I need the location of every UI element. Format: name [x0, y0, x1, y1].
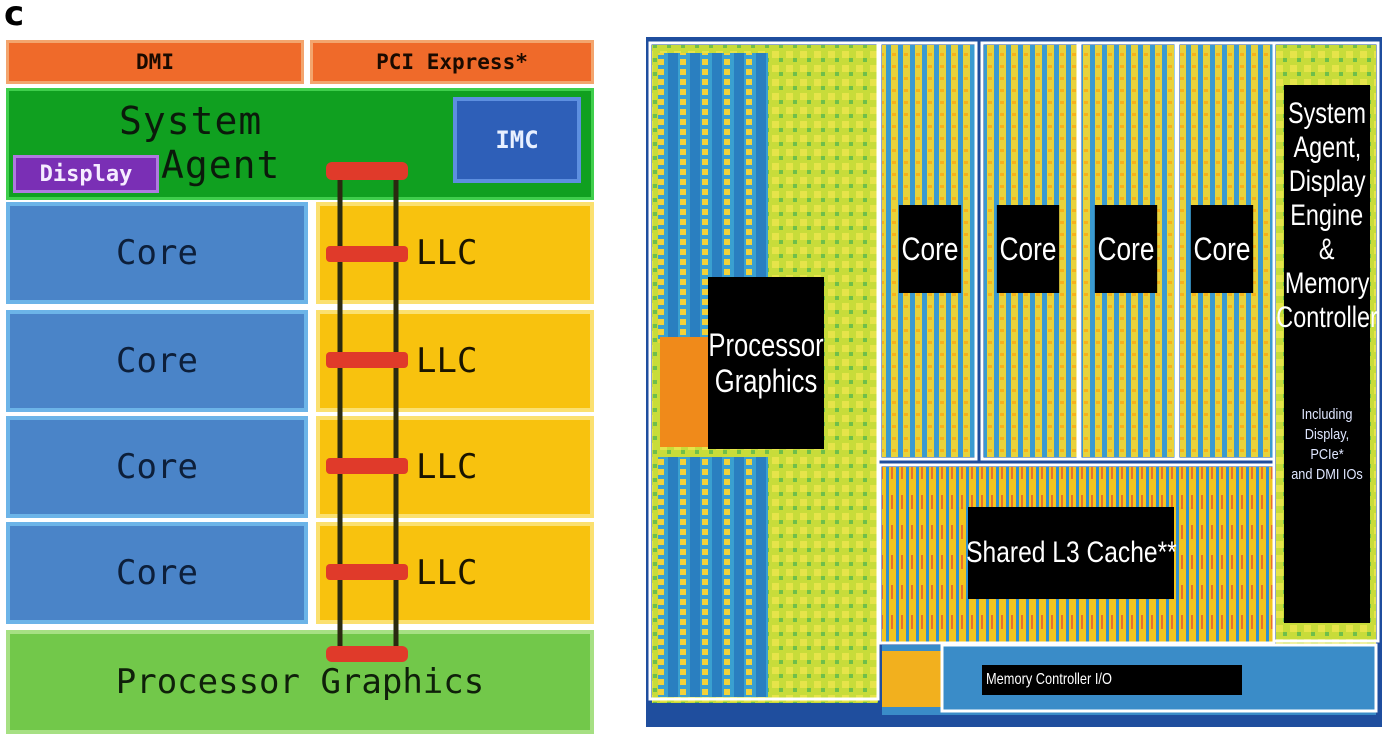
core-block: Core	[6, 522, 308, 624]
die-system-agent-line: System	[1288, 97, 1366, 131]
die-system-agent-line: Memory	[1285, 267, 1370, 301]
die-system-agent-line: Agent,	[1293, 131, 1361, 165]
llc-block: LLC	[316, 416, 594, 518]
llc-block: LLC	[316, 202, 594, 304]
pcie-block: PCI Express*	[310, 40, 594, 84]
processor-graphics-block: Processor Graphics	[6, 630, 594, 734]
system-agent-block: System Agent IMC Display	[6, 88, 594, 200]
die-system-agent-line: Engine &	[1291, 199, 1364, 267]
die-processor-graphics-label: Processor Graphics	[708, 277, 824, 449]
die-core-label: Core	[1191, 205, 1253, 293]
die-core-label: Core	[1095, 205, 1157, 293]
die-memory-controller-io-label: Memory Controller I/O	[982, 665, 1242, 695]
die-system-agent-label: System Agent, Display Engine & Memory Co…	[1284, 85, 1370, 623]
core-block: Core	[6, 416, 308, 518]
die-core-label: Core	[997, 205, 1059, 293]
imc-block: IMC	[453, 97, 581, 183]
llc-block: LLC	[316, 310, 594, 412]
system-agent-label-line1: System	[119, 99, 280, 143]
die-system-agent-sub-line: Including	[1290, 405, 1363, 425]
core-block: Core	[6, 202, 308, 304]
dmi-block: DMI	[6, 40, 304, 84]
core-block: Core	[6, 310, 308, 412]
die-system-agent-sub-line: and DMI IOs	[1290, 465, 1363, 485]
display-block: Display	[13, 155, 159, 193]
die-photo: Core Core Core Core Processor Graphics S…	[646, 37, 1382, 727]
die-processor-graphics-line2: Graphics	[715, 363, 817, 399]
die-system-agent-line: Controller	[1276, 301, 1377, 335]
llc-block: LLC	[316, 522, 594, 624]
panel-letter: c	[4, 0, 24, 34]
die-core-label: Core	[899, 205, 961, 293]
die-shared-l3-text: Shared L3 Cache**	[966, 536, 1177, 570]
die-system-agent-subtext: Including Display, PCIe* and DMI IOs	[1290, 405, 1363, 485]
die-shared-l3-label: Shared L3 Cache**	[968, 507, 1174, 599]
die-system-agent-sub-line: Display, PCIe*	[1290, 425, 1363, 465]
die-system-agent-line: Display	[1289, 165, 1366, 199]
die-memory-controller-io-text: Memory Controller I/O	[986, 671, 1112, 689]
die-processor-graphics-line1: Processor	[708, 327, 823, 363]
